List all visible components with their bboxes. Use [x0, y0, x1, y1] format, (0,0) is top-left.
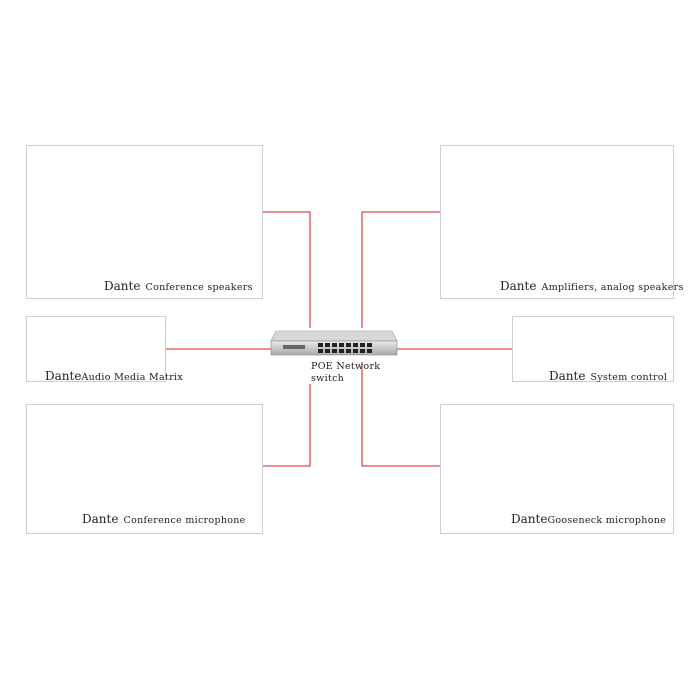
link-speakers [263, 211, 311, 328]
caption-amplifiers: Dante Amplifiers, analog speakers [500, 275, 684, 294]
panel-system-control [512, 316, 674, 382]
link-gooseneck-mic [361, 362, 440, 467]
caption-text: Gooseneck microphone [547, 515, 667, 526]
caption-text: Conference microphone [123, 515, 246, 526]
caption-gooseneck-microphone: DanteGooseneck microphone [511, 508, 666, 527]
panel-conference-speakers [26, 145, 263, 299]
caption-conference-microphone: Dante Conference microphone [82, 508, 246, 527]
caption-prefix: Dante [511, 512, 548, 526]
panel-conference-microphone [26, 404, 263, 534]
panel-amplifiers [440, 145, 674, 299]
panel-audio-matrix [26, 316, 166, 382]
caption-text: Amplifiers, analog speakers [541, 282, 684, 293]
caption-prefix: Dante [549, 369, 586, 383]
switch-caption-line-2: switch [311, 373, 345, 384]
caption-system-control: Dante System control [549, 365, 667, 384]
caption-prefix: Dante [104, 279, 141, 293]
link-amplifiers [361, 211, 440, 328]
panel-gooseneck-microphone [440, 404, 674, 534]
caption-conference-speakers: Dante Conference speakers [104, 275, 253, 294]
switch-caption: POE Network switch [311, 361, 380, 385]
network-links [166, 211, 512, 467]
caption-text: Conference speakers [145, 282, 253, 293]
caption-prefix: Dante [45, 369, 82, 383]
caption-audio-matrix: DanteAudio Media Matrix [45, 365, 183, 384]
link-conference-mic [263, 384, 311, 467]
caption-prefix: Dante [500, 279, 537, 293]
switch-caption-line-1: POE Network [311, 361, 381, 372]
caption-text: Audio Media Matrix [81, 372, 183, 383]
poe-switch [270, 330, 398, 356]
caption-prefix: Dante [82, 512, 119, 526]
switch-logo-icon [283, 345, 305, 349]
caption-text: System control [590, 372, 668, 383]
